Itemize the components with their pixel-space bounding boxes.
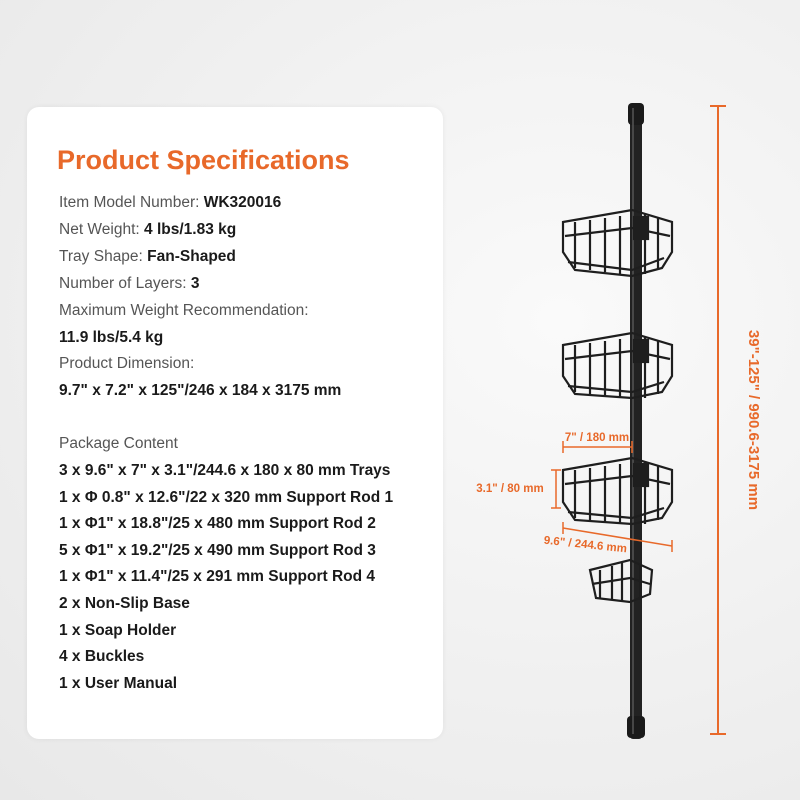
depth-dimension-label: 7" / 180 mm [565, 432, 629, 444]
spec-shape-label: Tray Shape: [59, 248, 148, 265]
package-heading: Package Content [59, 435, 178, 452]
height-dimension-line [710, 105, 726, 735]
package-item: 5 x Φ1" x 19.2"/25 x 490 mm Support Rod … [59, 542, 376, 559]
spec-card [27, 107, 443, 739]
tray-bottom [561, 456, 674, 526]
package-item: 1 x Φ 0.8" x 12.6"/22 x 320 mm Support R… [59, 489, 394, 506]
spec-weight-label: Net Weight: [59, 221, 145, 238]
shower-caddy-figure: 39"-125" / 990.6-3175 mm 7" / 180 mm 3.1… [476, 103, 762, 739]
spec-max-weight-label: Maximum Weight Recommendation: [59, 302, 309, 319]
spec-model-label: Item Model Number: [59, 194, 204, 211]
spec-layers: Number of Layers: 3 [59, 275, 199, 293]
package-item: 1 x User Manual [59, 675, 178, 692]
spec-shape-value: Fan-Shaped [147, 248, 236, 265]
spec-layers-value: 3 [190, 275, 200, 292]
spec-max-weight-value: 11.9 lbs/5.4 kg [59, 329, 164, 346]
package-item: 4 x Buckles [59, 648, 145, 665]
spec-weight-value: 4 lbs/1.83 kg [144, 221, 237, 238]
package-item: 1 x Φ1" x 11.4"/25 x 291 mm Support Rod … [59, 568, 376, 585]
width-dimension-label: 9.6" / 244.6 mm [543, 535, 627, 556]
package-item: 1 x Φ1" x 18.8"/25 x 480 mm Support Rod … [59, 515, 376, 532]
package-item: 3 x 9.6" x 7" x 3.1"/244.6 x 180 x 80 mm… [59, 462, 391, 479]
spec-dimension-value: 9.7" x 7.2" x 125"/246 x 184 x 3175 mm [59, 382, 342, 399]
tray-height-dimension-label: 3.1" / 80 mm [476, 483, 543, 495]
spec-model: Item Model Number: WK320016 [59, 194, 281, 212]
spec-title: Product Specifications [57, 145, 350, 175]
spec-dimension-label: Product Dimension: [59, 355, 195, 372]
tray-top [561, 208, 674, 278]
tray-middle [561, 331, 674, 400]
soap-holder [588, 558, 654, 604]
spec-model-value: WK320016 [203, 194, 282, 211]
support-pole [627, 103, 645, 739]
tray-height-dimension-line [551, 469, 561, 509]
spec-shape: Tray Shape: Fan-Shaped [59, 248, 236, 266]
spec-layers-label: Number of Layers: [59, 275, 191, 292]
package-item: 2 x Non-Slip Base [59, 595, 190, 612]
spec-weight: Net Weight: 4 lbs/1.83 kg [59, 221, 236, 239]
depth-dimension-line [562, 441, 633, 453]
width-dimension-line [562, 522, 673, 552]
height-dimension-label: 39"-125" / 990.6-3175 mm [745, 330, 762, 510]
package-item: 1 x Soap Holder [59, 622, 177, 639]
